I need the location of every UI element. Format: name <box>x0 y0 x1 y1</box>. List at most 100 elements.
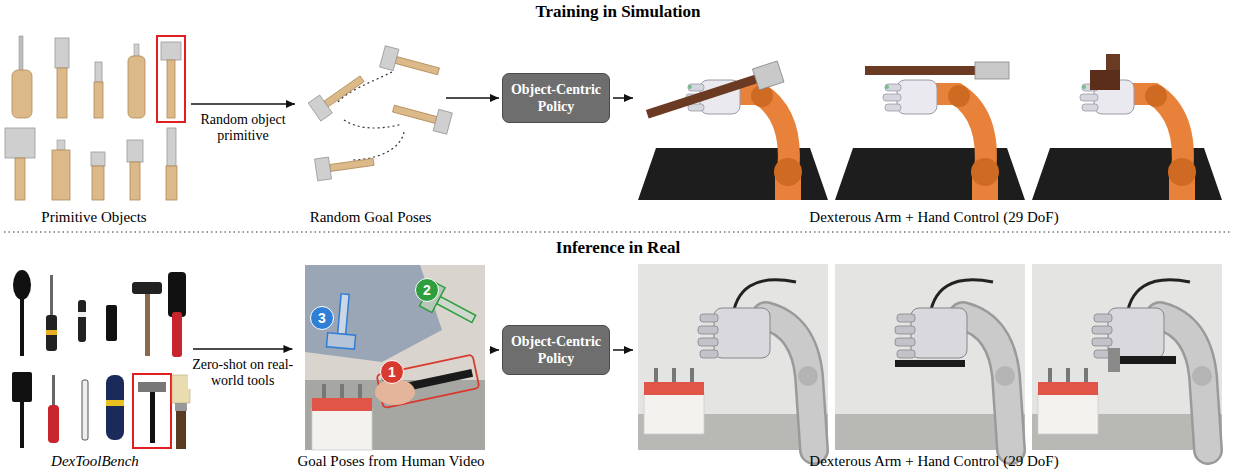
primitive-objects <box>167 60 175 118</box>
primitive-objects <box>91 152 105 166</box>
goal-pose-trajectory <box>352 132 404 160</box>
panel-caption: DexToolBench <box>51 452 139 470</box>
image-panel: Dexterous Arm + Hand Control (29 DoF) <box>636 262 1232 470</box>
simulation-robot <box>752 61 784 90</box>
simulation-robot <box>638 80 828 200</box>
real-robot <box>638 264 828 450</box>
box-label: Object-Centric Policy <box>507 333 605 367</box>
human-video-frame <box>437 297 476 323</box>
tool-set <box>168 272 186 317</box>
primitive-objects <box>19 36 23 72</box>
real-robot <box>1116 356 1176 364</box>
tool-set <box>46 315 57 351</box>
tool-set <box>52 375 55 405</box>
image-panel: Primitive Objects <box>0 28 188 226</box>
human-video-frame <box>305 265 442 362</box>
primitive-objects <box>5 128 35 158</box>
simulation-robot <box>646 73 763 119</box>
primitive-objects <box>57 140 65 150</box>
human-video-frame <box>305 265 485 450</box>
tool-set <box>78 300 86 342</box>
box-label: Object-Centric Policy <box>507 81 605 115</box>
section-heading: Inference in Real <box>408 238 828 258</box>
human-video-frame <box>326 333 355 349</box>
simulation-robot <box>1090 70 1120 90</box>
arrow-label: Zero-shot on real-world tools <box>188 357 298 389</box>
real-robot <box>835 264 1025 450</box>
primitive-objects <box>134 44 139 56</box>
goal-pose-trajectory <box>315 151 375 181</box>
tool-set <box>106 375 124 440</box>
image-panel: Dexterous Arm + Hand Control (29 DoF) <box>636 24 1232 226</box>
policy-box: Object-Centric Policy <box>502 73 610 123</box>
goal-pose-trajectory <box>380 46 442 82</box>
primitive-objects <box>167 128 176 166</box>
tool-set <box>175 403 187 411</box>
real-robot <box>1108 348 1120 372</box>
tool-set <box>20 400 24 448</box>
primitive-objects <box>127 140 143 162</box>
tool-set <box>132 282 162 294</box>
human-video-frame <box>305 380 485 450</box>
callout-number: 3 <box>310 306 334 330</box>
simulation-robot <box>644 61 784 125</box>
tool-set <box>12 372 32 402</box>
tool-set <box>78 312 86 317</box>
real-robot <box>1032 264 1222 450</box>
primitive-objects <box>5 36 185 200</box>
real-robot <box>1032 264 1222 450</box>
goal-pose-trajectory <box>308 70 368 121</box>
primitive-objects <box>55 38 69 68</box>
simulation-robot <box>835 80 1025 200</box>
flow-arrow <box>613 97 633 99</box>
flow-arrow <box>446 97 499 99</box>
tool-set <box>138 382 166 392</box>
primitive-objects <box>57 68 67 118</box>
tool-set <box>145 288 150 356</box>
real-robot <box>638 264 1222 450</box>
simulation-robot <box>835 62 1025 200</box>
section-heading: Training in Simulation <box>408 2 828 22</box>
primitive-objects <box>161 42 181 60</box>
primitive-objects <box>157 36 185 122</box>
policy-box: Object-Centric Policy <box>502 325 610 375</box>
flow-arrow <box>490 349 499 351</box>
goal-pose-trajectory <box>391 98 453 134</box>
simulation-robot <box>1032 80 1222 200</box>
goal-pose-trajectory <box>308 46 452 181</box>
goal-pose-trajectory <box>344 120 402 128</box>
panel-caption: Random Goal Poses <box>310 208 432 226</box>
primitive-objects <box>52 150 70 200</box>
tool-set <box>13 270 31 300</box>
tool-set <box>106 400 124 406</box>
arrow-label: Random object primitive <box>188 112 298 144</box>
primitive-objects <box>92 166 104 200</box>
simulation-robot <box>1032 54 1222 200</box>
callout-number: 1 <box>380 360 404 384</box>
primitive-objects <box>166 166 177 200</box>
simulation-robot <box>638 61 828 200</box>
tool-set <box>12 270 190 449</box>
real-robot <box>644 368 704 434</box>
human-video-frame <box>312 384 372 450</box>
callout-number: 2 <box>415 278 439 302</box>
real-robot <box>638 264 828 450</box>
tool-set <box>82 380 88 440</box>
primitive-objects <box>94 82 103 118</box>
panel-caption: Primitive Objects <box>41 208 146 226</box>
tool-set <box>150 388 155 443</box>
flow-arrow <box>613 349 633 351</box>
panel-caption: Dexterous Arm + Hand Control (29 DoF) <box>809 452 1058 470</box>
flow-arrow <box>191 103 295 105</box>
panel-caption: Goal Poses from Human Video <box>297 452 484 470</box>
human-video-frame <box>305 265 485 450</box>
tool-set <box>133 374 171 448</box>
simulation-robot <box>975 62 1009 79</box>
real-robot <box>895 360 965 367</box>
image-panel: Random Goal Poses <box>298 28 443 226</box>
primitive-objects <box>128 56 145 118</box>
tool-set <box>106 305 117 341</box>
